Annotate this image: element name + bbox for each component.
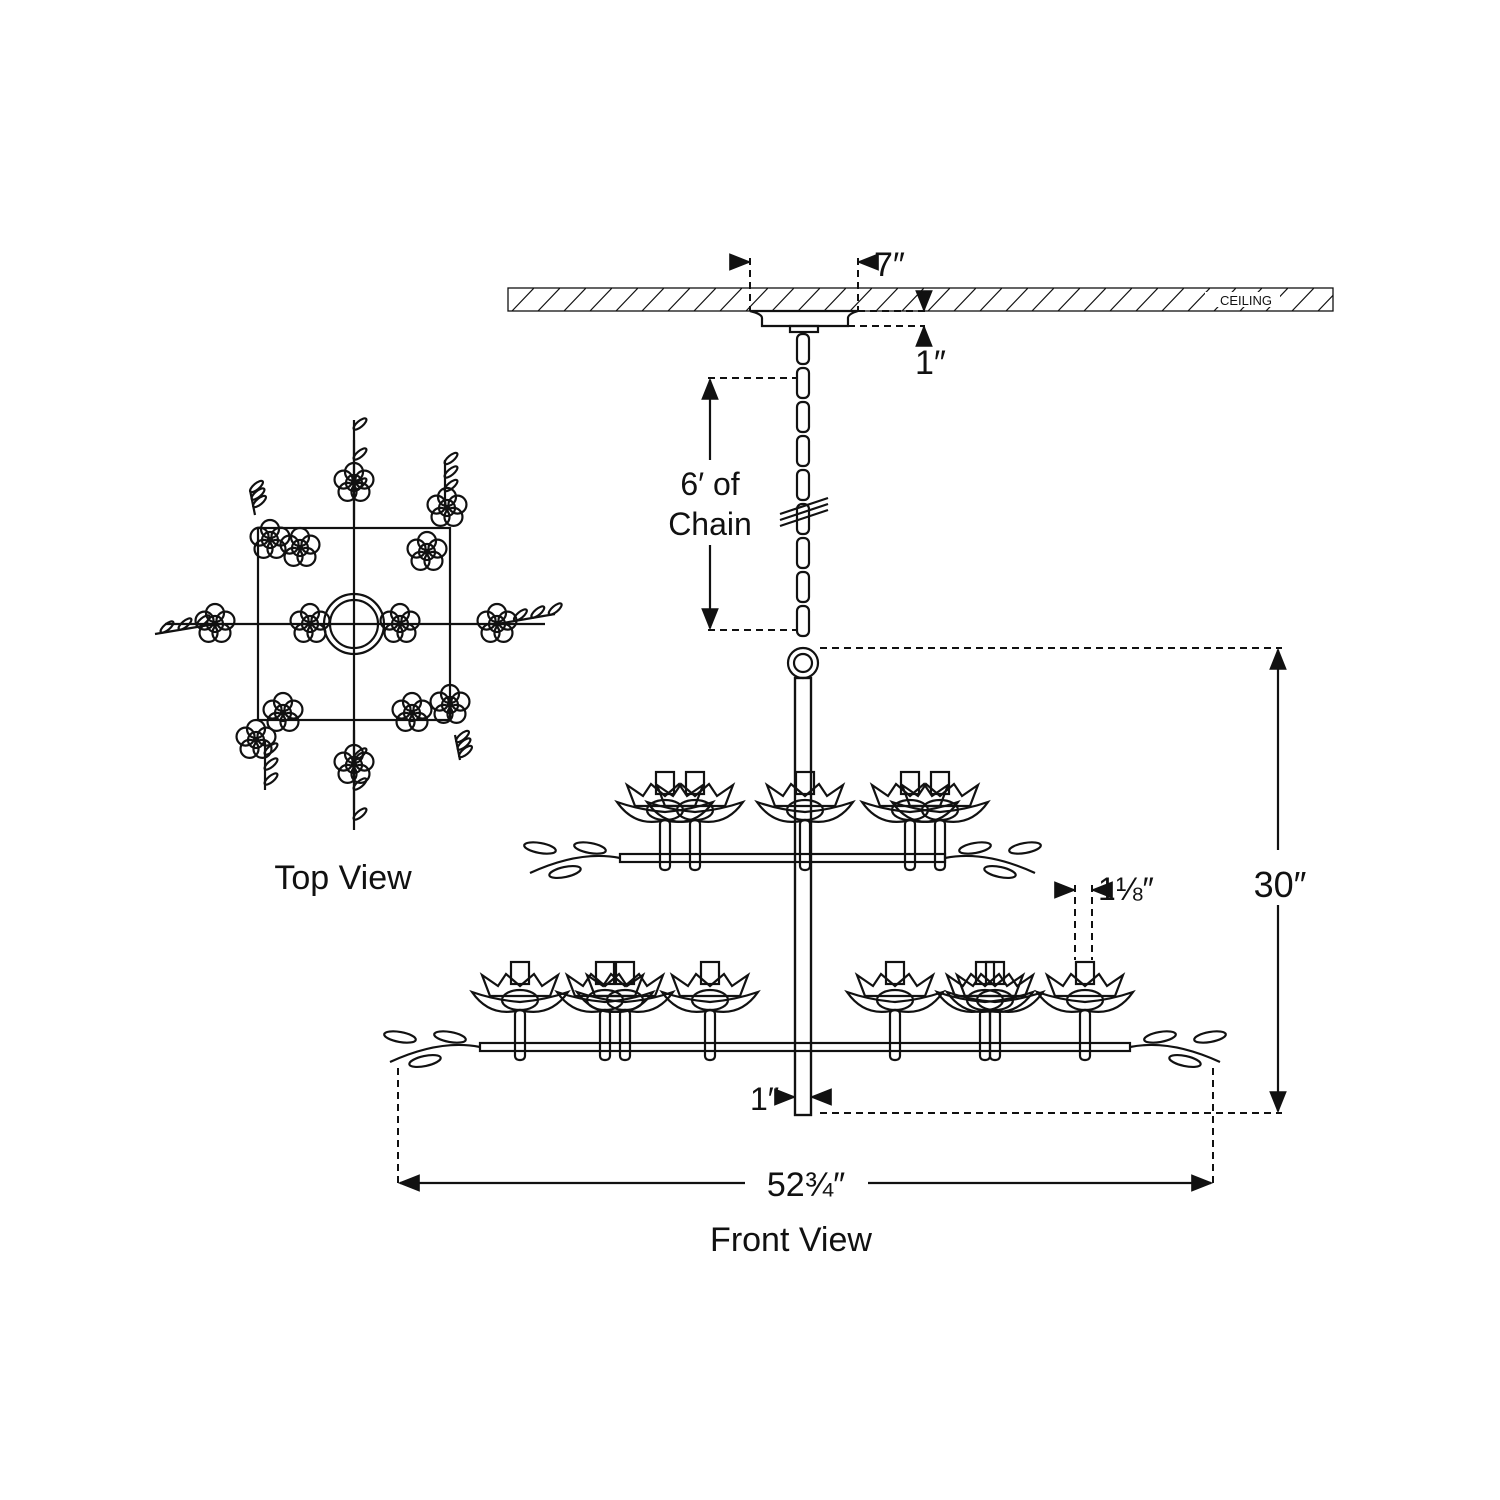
upper-tier <box>523 770 1042 880</box>
flower-rosette <box>289 602 331 643</box>
lotus-flower <box>659 960 761 1062</box>
leaf-branch <box>383 1030 481 1069</box>
canopy-depth-label: 1″ <box>915 344 946 382</box>
stem-width-dimension: 1″ <box>750 1081 832 1117</box>
lotus-flower <box>1034 960 1136 1062</box>
lotus-flower <box>859 770 961 872</box>
leaf-sprig <box>453 729 474 761</box>
leaf-branch <box>944 841 1042 880</box>
ceiling: CEILING <box>507 287 1334 312</box>
canopy-width-dimension: 7″ <box>729 246 905 311</box>
chain-link <box>795 536 811 570</box>
stem-width-label: 1″ <box>750 1081 779 1117</box>
chain-link <box>795 332 811 366</box>
canopy <box>749 309 859 334</box>
leaf-sprig <box>263 740 279 790</box>
cup-width-dimension: 1⅛″ <box>1054 871 1154 960</box>
chain-length-line1: 6′ of <box>680 466 739 502</box>
lotus-flower <box>754 770 856 872</box>
chain <box>795 332 811 638</box>
chain-length-dimension: 6′ of Chain <box>668 377 829 631</box>
chain-link <box>795 502 811 536</box>
overall-width-dimension: 52¾″ <box>397 1068 1214 1204</box>
chain-link <box>795 400 811 434</box>
top-view-drawing <box>154 417 563 830</box>
flower-rosette <box>194 602 236 643</box>
overall-height-label: 30″ <box>1254 864 1307 905</box>
flower-rosette <box>476 602 518 643</box>
leaf-branch <box>523 841 621 880</box>
chain-link <box>795 366 811 400</box>
flower-rosette <box>333 461 375 502</box>
lotus-flower <box>934 960 1036 1062</box>
lotus-flower <box>469 960 571 1062</box>
flower-rosette <box>391 691 433 732</box>
flower-rosette <box>235 718 277 759</box>
chain-length-line2: Chain <box>668 506 752 542</box>
flower-rosette <box>262 691 304 732</box>
chain-link <box>795 468 811 502</box>
flower-rosette <box>333 743 375 784</box>
fixture-stem <box>786 646 820 1117</box>
fixture-tiers <box>383 676 1227 1117</box>
flower-rosette <box>379 602 421 643</box>
lotus-flower <box>554 960 656 1062</box>
flower-rosette <box>426 486 468 527</box>
leaf-branch <box>1129 1030 1227 1069</box>
overall-height-dimension: 30″ <box>820 647 1307 1114</box>
flower-rosette <box>406 530 448 571</box>
leaf-sprig <box>248 479 268 516</box>
chain-link <box>795 570 811 604</box>
leaf-sprig <box>496 602 563 626</box>
top-view-label: Top View <box>274 859 412 897</box>
overall-width-label: 52¾″ <box>767 1166 845 1204</box>
leaf-sprig <box>443 451 459 505</box>
chain-link <box>795 434 811 468</box>
cup-width-label: 1⅛″ <box>1098 871 1154 907</box>
ceiling-label: CEILING <box>1220 293 1272 308</box>
chain-link <box>795 604 811 638</box>
flower-rosette <box>279 526 321 567</box>
canopy-width-label: 7″ <box>874 246 905 284</box>
lotus-flower <box>844 960 946 1062</box>
lower-tier <box>383 960 1227 1069</box>
lotus-flower <box>614 770 716 872</box>
front-view-label: Front View <box>710 1221 872 1259</box>
flower-rosette <box>429 683 471 724</box>
leaf-sprig <box>352 417 368 520</box>
canopy-depth-dimension: 1″ <box>848 290 946 382</box>
